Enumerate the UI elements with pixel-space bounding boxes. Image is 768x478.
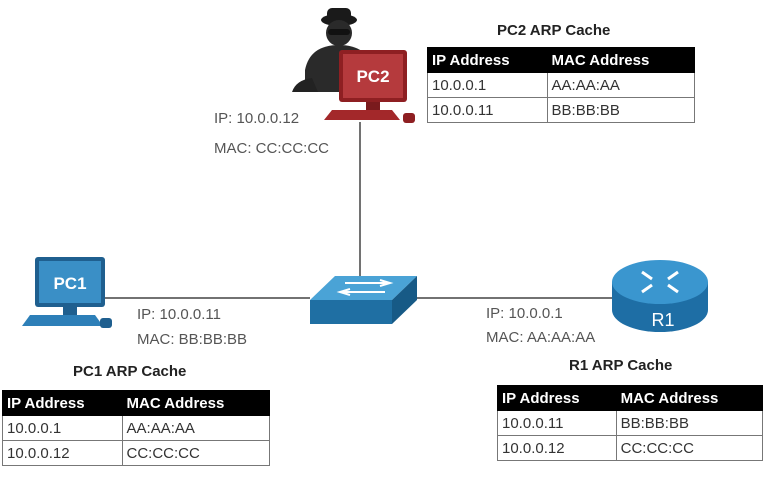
pc2-mac-label: MAC: CC:CC:CC [214,140,329,157]
column-header-mac: MAC Address [615,385,764,411]
pc1-ip-label: IP: 10.0.0.11 [137,306,221,323]
ip-cell: 10.0.0.12 [2,440,123,466]
pc2-label: PC2 [356,67,389,86]
pc1-mac-label: MAC: BB:BB:BB [137,331,248,348]
r1-ip-label: IP: 10.0.0.1 [486,305,563,322]
mac-cell: AA:AA:AA [546,72,696,98]
pc2-ip-label: IP: 10.0.0.12 [214,110,300,127]
pc1-label: PC1 [53,274,86,293]
mac-cell: BB:BB:BB [615,410,764,436]
pc1-icon [22,257,112,328]
pc2-attacker-icon [292,8,415,123]
ip-cell: 10.0.0.11 [427,97,548,123]
mac-cell: CC:CC:CC [121,440,271,466]
mac-cell: AA:AA:AA [121,415,271,441]
column-header-mac: MAC Address [546,47,696,73]
ip-cell: 10.0.0.1 [427,72,548,98]
r1-label: R1 [651,310,674,330]
column-header-ip: IP Address [2,390,123,416]
switch-icon [310,276,417,324]
router-r1-icon [612,260,708,332]
column-header-mac: MAC Address [121,390,271,416]
pc2-arp-cache-title: PC2 ARP Cache [497,22,611,39]
column-header-ip: IP Address [497,385,617,411]
ip-cell: 10.0.0.11 [497,410,617,436]
mac-cell: BB:BB:BB [546,97,696,123]
r1-arp-cache-title: R1 ARP Cache [569,357,673,374]
pc1-arp-cache-title: PC1 ARP Cache [73,363,187,380]
mac-cell: CC:CC:CC [615,435,764,461]
column-header-ip: IP Address [427,47,548,73]
r1-mac-label: MAC: AA:AA:AA [486,329,596,346]
ip-cell: 10.0.0.12 [497,435,617,461]
ip-cell: 10.0.0.1 [2,415,123,441]
